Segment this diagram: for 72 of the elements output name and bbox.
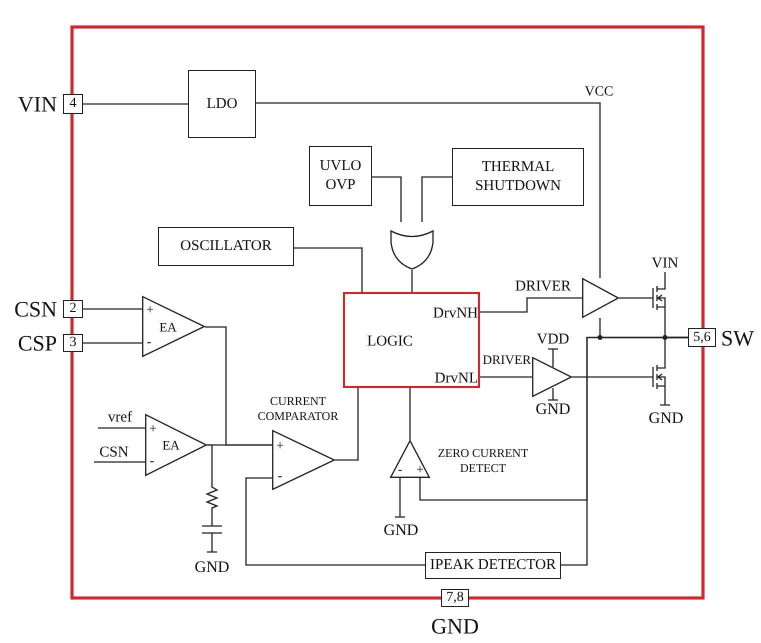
wire (480, 376, 532, 378)
wire (83, 308, 142, 310)
block-box (158, 227, 294, 266)
input-sign: + (146, 302, 154, 316)
pin-number: 5,6 (693, 328, 711, 346)
pin-box (63, 334, 83, 352)
input-sign: - (398, 462, 402, 476)
block-box (452, 148, 584, 206)
wire (372, 176, 402, 222)
signal-label: vref (108, 410, 132, 426)
wire (83, 103, 188, 105)
block-label: IPEAK DETECTOR (429, 556, 557, 575)
wire (207, 444, 213, 484)
pin-box (688, 328, 716, 347)
input-sign: + (416, 462, 424, 476)
signal-label: VIN (652, 254, 678, 274)
input-sign: - (278, 470, 282, 484)
signal-label: GND (648, 409, 684, 429)
pin-box (63, 94, 83, 114)
net-label: VCC (584, 83, 614, 101)
signal-label: DrvNH (433, 306, 478, 322)
block-label: THERMAL SHUTDOWN (474, 158, 562, 196)
block-box (188, 70, 256, 138)
pin-box (441, 589, 469, 607)
input-sign: - (146, 336, 152, 350)
wire (411, 270, 413, 292)
logic-block (343, 292, 480, 388)
pin-name: CSN (14, 295, 57, 323)
block-label: UVLO OVP (318, 157, 362, 195)
wire (256, 102, 601, 278)
pin-name: VIN (18, 90, 57, 118)
signal-label: DRIVER (515, 278, 571, 296)
net-label: GND (384, 521, 418, 541)
wire (421, 176, 452, 222)
wire (619, 297, 648, 299)
signal-label: DrvNL (434, 372, 478, 386)
wire (83, 342, 142, 344)
signal-label: CSN (99, 446, 129, 460)
wire (409, 388, 411, 440)
signal-label: VDD (536, 330, 570, 350)
wire (561, 336, 688, 566)
pin-number: 2 (70, 300, 76, 318)
input-sign: - (150, 455, 154, 469)
wire (572, 376, 648, 378)
wire (294, 247, 363, 292)
block-label: LOGIC (367, 334, 413, 350)
pin-number: 3 (70, 334, 76, 352)
pin-number: 4 (70, 95, 76, 113)
wire (480, 297, 582, 313)
pin-name: SW (721, 324, 754, 352)
signal-label: GND (194, 558, 230, 578)
wire (211, 510, 213, 524)
signal-label: ZERO CURRENT DETECT (436, 446, 530, 476)
block-box (425, 552, 561, 579)
input-sign: + (149, 422, 157, 434)
pin-name: GND (431, 612, 479, 640)
signal-label: CURRENT COMPARATOR (256, 394, 340, 424)
block-label: EA (162, 438, 180, 452)
pin-number: 7,8 (446, 589, 464, 607)
block-box (309, 146, 372, 206)
wire (98, 427, 145, 429)
signal-label: DRIVER (482, 352, 531, 368)
wire (94, 461, 145, 463)
block-label: OSCILLATOR (179, 237, 273, 256)
pin-box (63, 300, 83, 318)
input-sign: + (276, 438, 284, 452)
wire (245, 477, 425, 566)
block-label: EA (159, 320, 177, 334)
pin-name: CSP (18, 329, 57, 357)
signal-label: GND (536, 400, 570, 420)
wire (335, 388, 359, 461)
block-label: LDO (206, 94, 238, 114)
